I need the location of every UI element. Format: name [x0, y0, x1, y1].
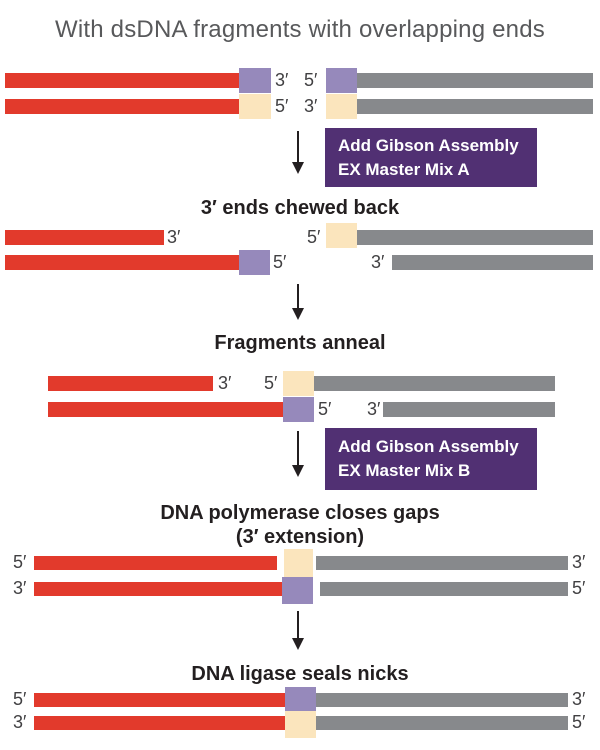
- prime-label: 3′: [13, 578, 27, 598]
- gray-strand-bar: [316, 556, 568, 570]
- overlap-block-cream: [326, 94, 357, 119]
- overlap-block-lavender: [282, 577, 313, 604]
- prime-label: 3′: [304, 96, 318, 116]
- gray-strand-bar: [392, 255, 593, 270]
- overlap-block-lavender: [239, 68, 271, 93]
- prime-label: 3′: [367, 399, 381, 419]
- prime-label: 5′: [307, 227, 321, 247]
- overlap-block-cream: [285, 711, 316, 738]
- down-arrow-icon: [292, 131, 304, 174]
- gray-strand-bar: [320, 582, 568, 596]
- prime-label: 3′: [167, 227, 181, 247]
- prime-label: 3′: [218, 373, 232, 393]
- gray-strand-bar: [316, 693, 568, 707]
- overlap-block-cream: [283, 371, 314, 396]
- red-strand-bar: [34, 693, 285, 707]
- step-header-anneal: Fragments anneal: [214, 332, 386, 354]
- reagent-box-line: Add Gibson Assembly: [338, 437, 519, 456]
- red-strand-bar: [48, 376, 213, 391]
- reagent-box-line: EX Master Mix A: [338, 159, 470, 179]
- prime-label: 3′: [371, 252, 385, 272]
- step-header-ligase: DNA ligase seals nicks: [191, 663, 409, 685]
- overlap-block-lavender: [285, 687, 316, 712]
- red-strand-bar: [5, 73, 239, 88]
- prime-label: 5′: [264, 373, 278, 393]
- overlap-block-lavender: [239, 250, 270, 275]
- overlap-block-cream: [239, 94, 271, 119]
- red-strand-bar: [5, 230, 164, 245]
- red-strand-bar: [34, 716, 285, 730]
- reagent-box-line: EX Master Mix B: [338, 461, 471, 480]
- prime-label: 5′: [304, 70, 318, 90]
- prime-label: 5′: [13, 552, 27, 572]
- reagent-box-line: Add Gibson Assembly: [338, 135, 519, 155]
- overlap-block-cream: [284, 549, 313, 577]
- red-strand-bar: [48, 402, 283, 417]
- diagram-title: With dsDNA fragments with overlapping en…: [55, 16, 545, 43]
- reagent-box-master-mix-a: Add Gibson Assembly EX Master Mix A: [325, 128, 537, 187]
- prime-label: 5′: [275, 96, 289, 116]
- overlap-block-lavender: [283, 397, 314, 422]
- gray-strand-bar: [357, 99, 593, 114]
- gray-strand-bar: [357, 73, 593, 88]
- gray-strand-bar: [357, 230, 593, 245]
- reagent-box-master-mix-b: Add Gibson Assembly EX Master Mix B: [325, 428, 537, 490]
- red-strand-bar: [5, 255, 239, 270]
- prime-label: 5′: [273, 252, 287, 272]
- gray-strand-bar: [314, 376, 555, 391]
- step-header-polymerase-sub: (3′ extension): [235, 526, 365, 548]
- down-arrow-icon: [292, 284, 304, 320]
- gray-strand-bar: [316, 716, 568, 730]
- prime-label: 3′: [13, 712, 27, 732]
- prime-label: 3′: [275, 70, 289, 90]
- prime-label: 3′: [572, 689, 586, 709]
- step-header-polymerase: DNA polymerase closes gaps: [160, 502, 440, 524]
- prime-label: 5′: [572, 578, 586, 598]
- step-header-chew: 3′ ends chewed back: [200, 197, 400, 219]
- prime-label: 3′: [572, 552, 586, 572]
- overlap-block-lavender: [326, 68, 357, 93]
- red-strand-bar: [5, 99, 239, 114]
- red-strand-bar: [34, 556, 277, 570]
- red-strand-bar: [34, 582, 282, 596]
- down-arrow-icon: [292, 611, 304, 650]
- prime-label: 5′: [318, 399, 332, 419]
- prime-label: 5′: [572, 712, 586, 732]
- prime-label: 5′: [13, 689, 27, 709]
- overlap-block-cream: [326, 223, 357, 248]
- down-arrow-icon: [292, 431, 304, 477]
- gray-strand-bar: [383, 402, 555, 417]
